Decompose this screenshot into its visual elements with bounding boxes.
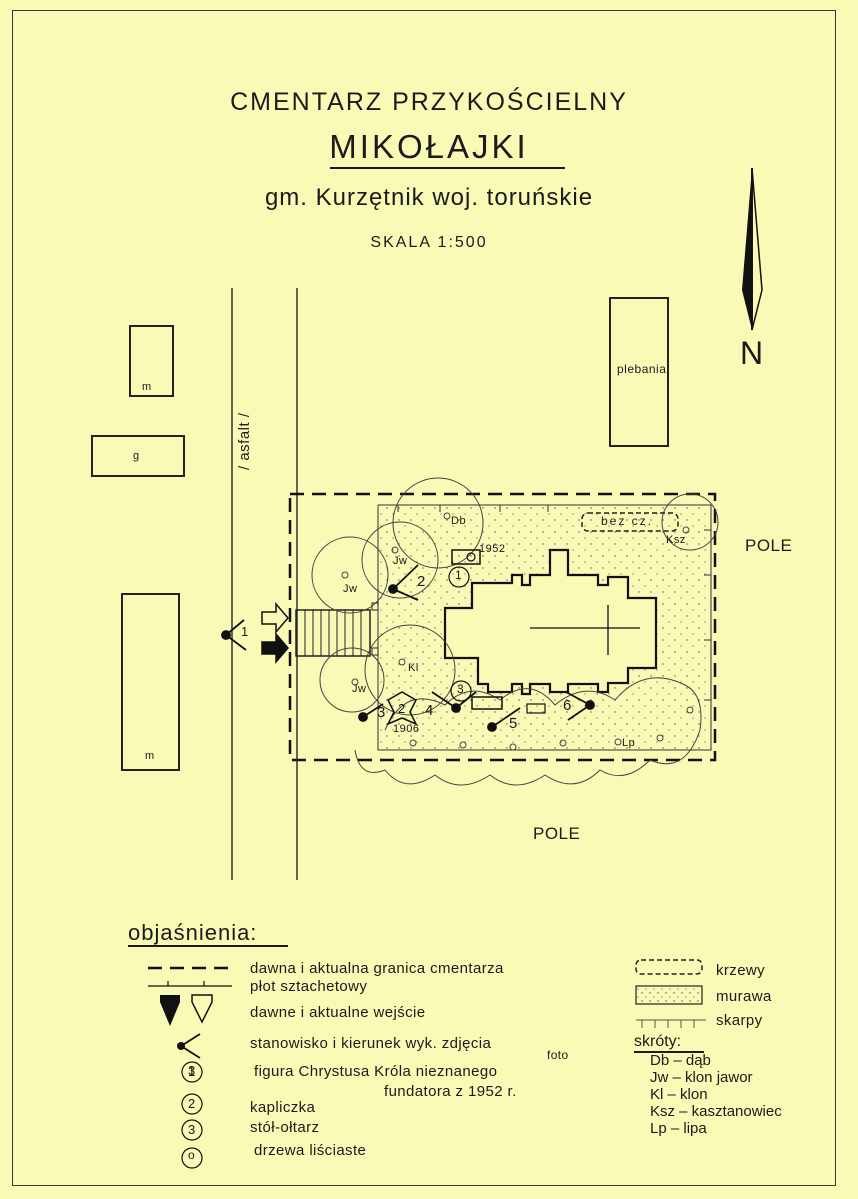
legend-symbol-1: 1 bbox=[188, 1064, 196, 1079]
building-label-m1: m bbox=[142, 381, 152, 393]
building-m-north bbox=[129, 325, 174, 397]
legend-title-underline bbox=[128, 945, 288, 947]
legend-slopes: skarpy bbox=[716, 1012, 763, 1029]
abbreviations-title: skróty: bbox=[634, 1033, 682, 1050]
slope-symbol-icon bbox=[636, 1019, 706, 1028]
tree-crowns bbox=[311, 477, 719, 786]
photo-point-2: 2 bbox=[417, 573, 426, 590]
abbr-ksz: Ksz – kasztanowiec bbox=[650, 1103, 782, 1120]
bushes-symbol-icon bbox=[635, 959, 703, 975]
picket-fence bbox=[377, 504, 712, 751]
legend-symbol-3: 3 bbox=[188, 1122, 196, 1137]
tree-label-db: Db bbox=[451, 515, 467, 527]
photo-point-4: 4 bbox=[425, 702, 434, 719]
bushes bbox=[581, 512, 679, 532]
legend-grass: murawa bbox=[716, 988, 772, 1005]
legend-symbols bbox=[148, 959, 706, 1169]
building-m-south bbox=[121, 593, 180, 771]
tree-label-lp: Lp bbox=[622, 737, 636, 749]
current-entrance-icon bbox=[191, 994, 213, 1024]
object-1-label: 1 bbox=[455, 568, 463, 582]
old-entrance-arrow-icon bbox=[261, 631, 289, 665]
photo-point-3: 3 bbox=[377, 704, 386, 721]
date-1952: 1952 bbox=[479, 543, 506, 555]
legend-circle-3 bbox=[181, 1119, 203, 1141]
legend-boundary: dawna i aktualna granica cmentarza bbox=[250, 960, 504, 977]
legend-circle-1 bbox=[181, 1061, 203, 1083]
cemetery-plan bbox=[91, 167, 763, 880]
bushes-label: bez cz. bbox=[601, 514, 654, 528]
altar-table bbox=[471, 696, 503, 710]
old-entrance-icon bbox=[160, 995, 180, 1026]
scale-label: SKALA 1:500 bbox=[370, 234, 488, 251]
title-line1: CMENTARZ PRZYKOŚCIELNY bbox=[230, 88, 628, 116]
building-g bbox=[91, 435, 185, 477]
legend-entrance: dawne i aktualne wejście bbox=[250, 1004, 426, 1021]
legend-chapel: kapliczka bbox=[250, 1099, 316, 1116]
abbr-jw: Jw – klon jawor bbox=[650, 1069, 753, 1086]
object-3-label: 3 bbox=[457, 682, 465, 696]
subtitle: gm. Kurzętnik woj. toruńskie bbox=[264, 184, 594, 211]
chapel bbox=[386, 691, 418, 726]
abbr-lp: Lp – lipa bbox=[650, 1120, 707, 1137]
tree-label-jw1: Jw bbox=[393, 555, 408, 567]
legend-photo-word: foto bbox=[547, 1048, 569, 1062]
photo-point-1: 1 bbox=[241, 624, 249, 639]
tree-label-jw3: Jw bbox=[352, 683, 367, 695]
legend-figure-founder: fundatora z 1952 r. bbox=[384, 1083, 517, 1100]
legend-figure: figura Chrystusa Króla nieznanego bbox=[254, 1063, 498, 1080]
abbr-db: Db – dąb bbox=[650, 1052, 711, 1069]
cemetery-boundary bbox=[288, 492, 717, 762]
abbr-kl: Kl – klon bbox=[650, 1086, 708, 1103]
legend-symbol-tree: o bbox=[188, 1148, 196, 1162]
object-3-marker bbox=[450, 680, 472, 702]
north-label: N bbox=[740, 335, 764, 371]
building-plebania bbox=[609, 297, 669, 447]
object-2-label: 2 bbox=[398, 701, 406, 716]
entrance-steps bbox=[295, 609, 371, 657]
current-entrance-arrow-icon bbox=[261, 601, 289, 635]
photo-point-5: 5 bbox=[509, 715, 518, 732]
north-arrow-icon bbox=[742, 167, 763, 331]
photo-stations bbox=[221, 564, 595, 732]
field-label-east: POLE bbox=[745, 536, 793, 555]
object-1-marker bbox=[448, 566, 470, 588]
legend-symbol-3-photo: 3 bbox=[188, 1063, 196, 1078]
figure-base bbox=[451, 549, 481, 565]
building-label-m2: m bbox=[145, 750, 155, 762]
legend-symbol-2: 2 bbox=[188, 1096, 196, 1111]
legend-bushes: krzewy bbox=[716, 962, 766, 979]
tree-label-kl: Kl bbox=[408, 662, 419, 674]
grass-symbol-icon bbox=[635, 985, 703, 1005]
legend-fence: płot sztachetowy bbox=[250, 978, 368, 995]
field-label-south: POLE bbox=[533, 824, 581, 843]
road-label: / asfalt / bbox=[236, 412, 253, 470]
abbreviations-underline bbox=[634, 1051, 704, 1053]
legend-circle-tree bbox=[181, 1147, 203, 1169]
title-name: MIKOŁAJKI bbox=[329, 128, 529, 165]
tree-label-jw2: Jw bbox=[343, 583, 358, 595]
title-underline bbox=[330, 167, 565, 169]
legend-circle-2 bbox=[181, 1093, 203, 1115]
legend-altar: stół-ołtarz bbox=[250, 1119, 320, 1136]
sheet-frame bbox=[12, 10, 836, 1186]
legend-photo-station: stanowisko i kierunek wyk. zdjęcia bbox=[250, 1035, 492, 1052]
legend-trees: drzewa liściaste bbox=[254, 1142, 367, 1159]
legend-title: objaśnienia: bbox=[128, 920, 258, 945]
church-outline bbox=[443, 548, 658, 696]
date-1906: 1906 bbox=[393, 723, 420, 735]
photo-point-6: 6 bbox=[563, 697, 572, 714]
building-label-plebania: plebania bbox=[617, 362, 667, 376]
building-label-g: g bbox=[133, 450, 140, 462]
fence-ticks bbox=[394, 504, 711, 701]
tree-label-ksz: Ksz bbox=[666, 534, 686, 546]
